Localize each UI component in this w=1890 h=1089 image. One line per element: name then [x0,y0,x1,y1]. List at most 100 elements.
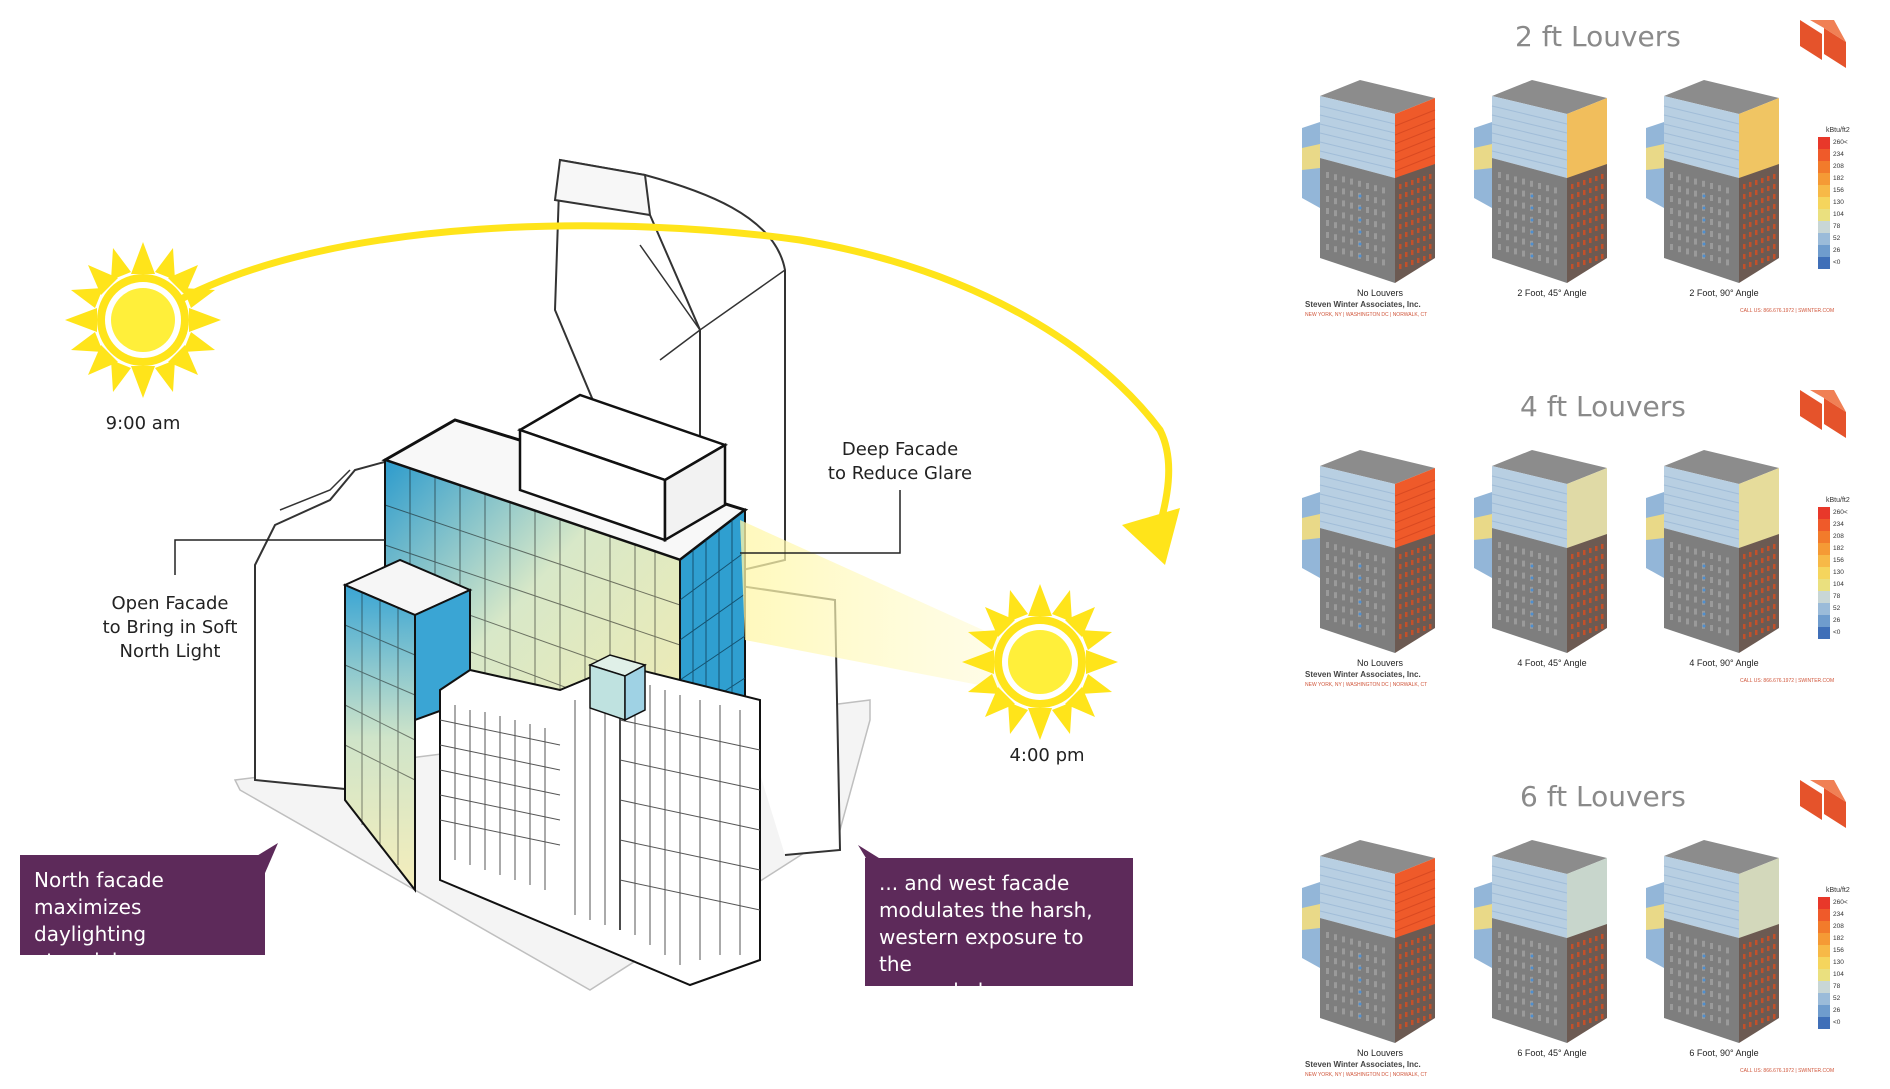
open-facade-line-2: to Bring in Soft [102,617,238,638]
sim-caption-2-2: 6 Foot, 90° Angle [1689,1048,1759,1058]
legend-tick-1-10: <0 [1833,629,1841,636]
legend-swatch [1818,981,1830,993]
open-facade-label: Open Facade to Bring in Soft North Light [90,592,250,664]
callout-west-line-2: modulates the harsh, [879,898,1093,922]
legend-tick-0-6: 104 [1833,211,1844,218]
panel-title-0: 2 ft Louvers [1515,20,1681,53]
legend-tick-1-7: 78 [1833,593,1841,600]
sim-caption-1-2: 4 Foot, 90° Angle [1689,658,1759,668]
legend-tick-2-3: 182 [1833,935,1844,942]
legend-swatch [1818,1005,1830,1017]
panel-title-1: 4 ft Louvers [1520,390,1686,423]
legend-color-bar-1 [1818,507,1830,639]
leader-open-facade [174,539,385,575]
legend-swatch [1818,969,1830,981]
legend-tick-0-8: 52 [1833,235,1841,242]
sim-building-2-1 [1474,840,1607,1043]
callout-north-facade: North facade maximizes daylighting at so… [20,855,265,973]
open-facade-line-3: North Light [119,641,221,662]
callout-west-line-4: sun and glare. [879,979,1023,1003]
legend-tick-0-9: 26 [1833,247,1841,254]
sun-afternoon-icon [962,584,1118,740]
legend-swatch [1818,933,1830,945]
sim-caption-0-0: No Louvers [1356,288,1404,298]
legend-swatch [1818,579,1830,591]
legend-swatch [1818,197,1830,209]
sim-building-0-2 [1646,80,1779,283]
legend-swatch [1818,921,1830,933]
sim-caption-1-1: 4 Foot, 45° Angle [1517,658,1587,668]
historic-building [439,663,761,987]
legend-swatch [1818,245,1830,257]
legend-swatch [1818,603,1830,615]
panel-sub-credit-2: NEW YORK, NY | WASHINGTON DC | NORWALK, … [1305,1072,1428,1078]
legend-swatch [1818,149,1830,161]
sim-building-1-0 [1302,450,1436,653]
deep-facade-line-1: Deep Facade [841,439,959,460]
legend-tick-1-2: 208 [1833,533,1844,540]
legend-swatch [1818,615,1830,627]
legend-tick-1-4: 156 [1833,557,1844,564]
legend-tick-2-5: 130 [1833,959,1844,966]
sim-building-1-1 [1474,450,1607,653]
legend-tick-0-10: <0 [1833,259,1841,266]
deep-facade-label: Deep Facade to Reduce Glare [810,438,990,486]
sim-caption-1-0: No Louvers [1356,658,1404,668]
legend-swatch [1818,519,1830,531]
legend-swatch [1818,233,1830,245]
legend-color-bar-2 [1818,897,1830,1029]
sun-morning-icon [65,242,221,398]
legend-tick-2-2: 208 [1833,923,1844,930]
legend-tick-2-4: 156 [1833,947,1844,954]
glare-beam [740,520,1005,690]
legend-tick-0-4: 156 [1833,187,1844,194]
deep-facade-line-2: to Reduce Glare [827,463,973,484]
legend-swatch [1818,507,1830,519]
legend-tick-1-6: 104 [1833,581,1844,588]
legend-swatch [1818,185,1830,197]
legend-tick-0-5: 130 [1833,199,1844,206]
legend-tick-1-0: 260< [1833,509,1848,516]
legend-color-bar-0 [1818,137,1830,269]
legend-tick-0-0: 260< [1833,139,1848,146]
legend-swatch [1818,221,1830,233]
sim-building-2-2 [1646,840,1779,1043]
legend-tick-2-8: 52 [1833,995,1841,1002]
legend-swatch [1818,1017,1830,1029]
panel-logo-icon-0 [1800,20,1846,68]
legend-unit-0: kBtu/ft2 [1826,127,1850,134]
legend-tick-1-3: 182 [1833,545,1844,552]
glass-cube [588,654,647,722]
legend-tick-0-3: 182 [1833,175,1844,182]
panel-title-2: 6 ft Louvers [1520,780,1686,813]
panel-logo-icon-2 [1800,780,1846,828]
sim-caption-2-1: 6 Foot, 45° Angle [1517,1048,1587,1058]
legend-swatch [1818,909,1830,921]
legend-swatch [1818,137,1830,149]
legend-swatch [1818,543,1830,555]
legend-tick-2-6: 104 [1833,971,1844,978]
time-afternoon-label: 4:00 pm [1009,745,1085,766]
legend-swatch [1818,945,1830,957]
sim-building-2-0 [1302,840,1436,1043]
callout-north-line-3: at social spaces ... [34,949,219,973]
building-diagram [65,158,1180,991]
panel-sub-credit-0: NEW YORK, NY | WASHINGTON DC | NORWALK, … [1305,312,1428,318]
sun-path-arc [168,222,1173,546]
legend-tick-1-5: 130 [1833,569,1844,576]
legend-swatch [1818,531,1830,543]
panel-credit-0: Steven Winter Associates, Inc. [1305,300,1421,309]
legend-swatch [1818,161,1830,173]
sim-caption-0-1: 2 Foot, 45° Angle [1517,288,1587,298]
panel-contact-1: CALL US: 866.676.1972 | SWINTER.COM [1740,678,1835,684]
lower-glass-wing [342,558,473,893]
legend-unit-1: kBtu/ft2 [1826,497,1850,504]
sun-path-arrowhead [1122,508,1180,565]
callout-west-line-1: ... and west facade [879,871,1070,895]
rooftop-box [517,393,728,543]
sim-caption-2-0: No Louvers [1356,1048,1404,1058]
leader-deep-facade [740,490,901,554]
legend-swatch [1818,957,1830,969]
legend-tick-2-10: <0 [1833,1019,1841,1026]
legend-tick-0-7: 78 [1833,223,1841,230]
